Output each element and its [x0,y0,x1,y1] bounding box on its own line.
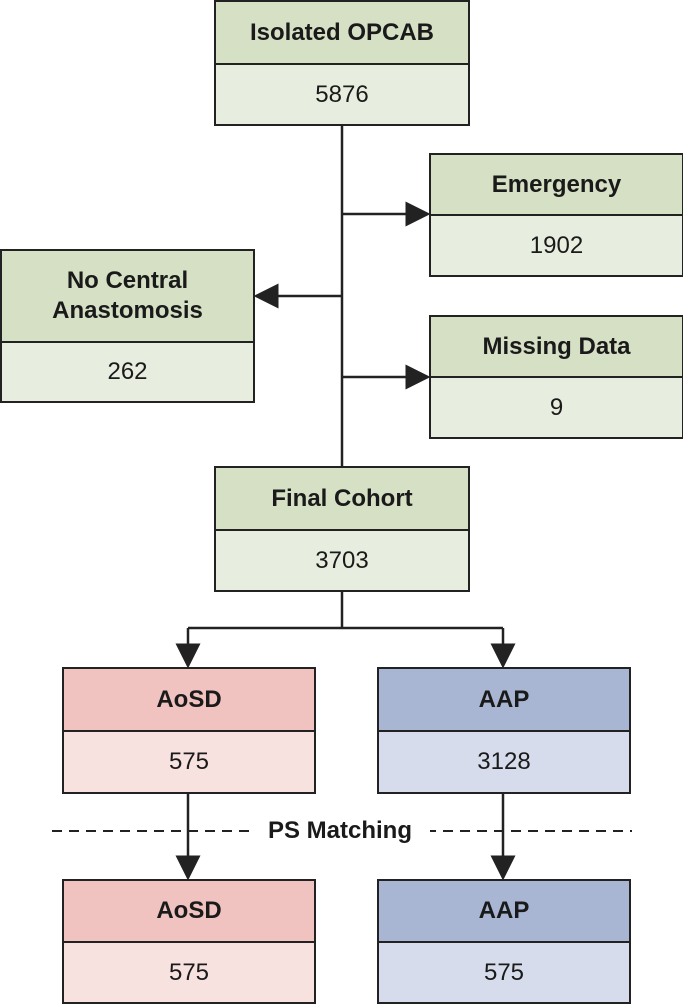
box-value: 5876 [216,65,468,124]
box-emergency: Emergency 1902 [429,153,683,277]
box-value: 262 [2,343,253,401]
box-aosd-pre-matching: AoSD 575 [62,667,316,794]
box-value: 575 [379,943,629,1002]
box-isolated-opcab: Isolated OPCAB 5876 [214,0,470,126]
box-title: AoSD [64,669,314,732]
box-value: 575 [64,732,314,792]
box-final-cohort: Final Cohort 3703 [214,466,470,592]
box-title: Emergency [431,155,682,216]
box-title: Isolated OPCAB [216,2,468,65]
box-value: 3128 [379,732,629,792]
box-value: 3703 [216,531,468,590]
box-title: AAP [379,669,629,732]
box-title: No Central Anastomosis [2,251,253,343]
box-value: 9 [431,378,682,437]
box-title: Missing Data [431,317,682,378]
box-value: 1902 [431,216,682,275]
box-value: 575 [64,943,314,1002]
box-title: Final Cohort [216,468,468,531]
ps-matching-label: PS Matching [250,816,430,846]
box-no-central-anastomosis: No Central Anastomosis 262 [0,249,255,403]
box-title: AoSD [64,881,314,943]
box-aosd-post-matching: AoSD 575 [62,879,316,1004]
box-aap-pre-matching: AAP 3128 [377,667,631,794]
box-missing-data: Missing Data 9 [429,315,683,439]
box-aap-post-matching: AAP 575 [377,879,631,1004]
box-title: AAP [379,881,629,943]
